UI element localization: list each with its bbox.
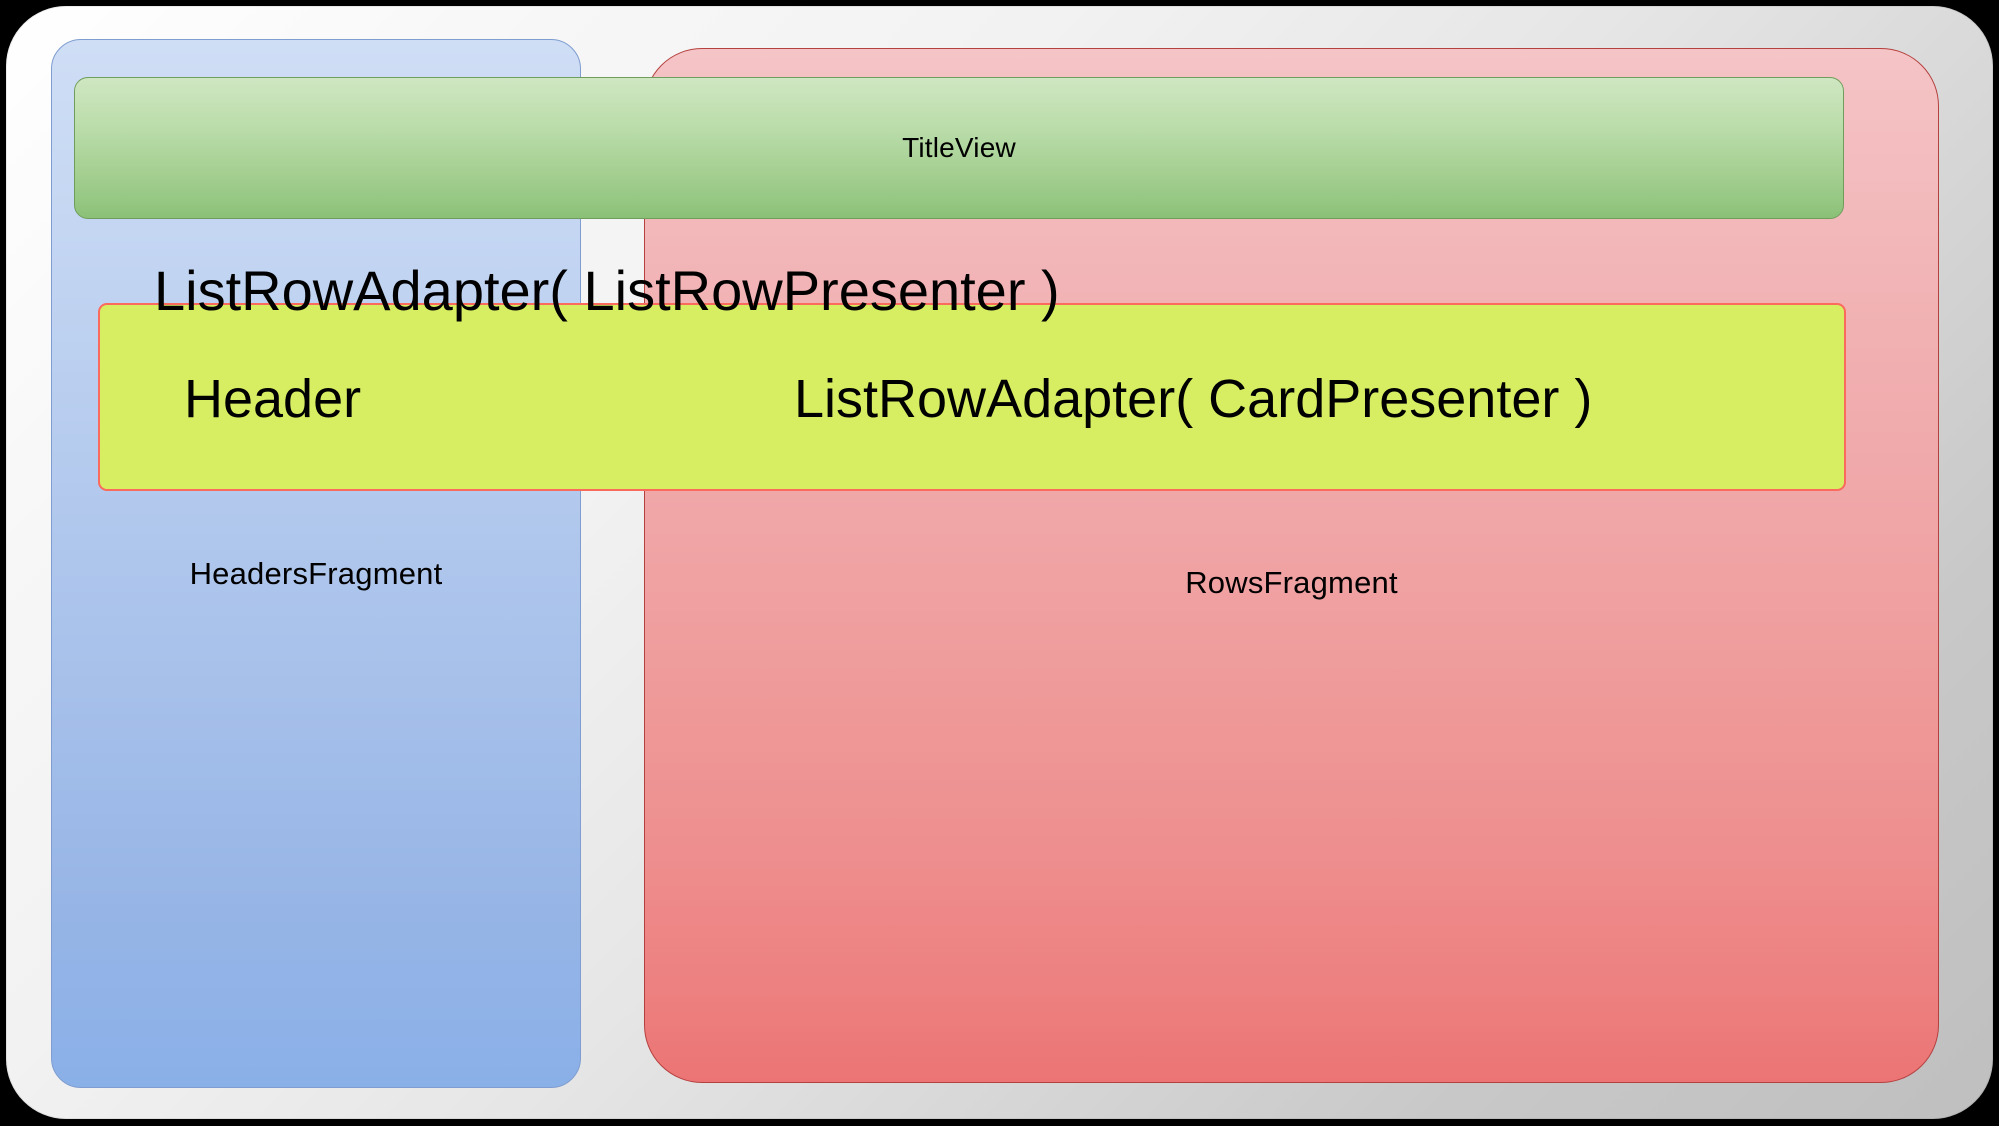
- title-view-bar[interactable]: TitleView: [74, 77, 1844, 219]
- headers-fragment-label: HeadersFragment: [189, 556, 443, 591]
- rows-fragment-label: RowsFragment: [1185, 565, 1398, 600]
- rows-fragment-panel[interactable]: RowsFragment: [644, 48, 1939, 1083]
- card-presenter-label: ListRowAdapter( CardPresenter ): [794, 369, 1593, 429]
- header-label: Header: [184, 369, 362, 429]
- list-row-adapter-presenter-label: ListRowAdapter( ListRowPresenter ): [154, 259, 1060, 322]
- title-view-label: TitleView: [902, 132, 1016, 163]
- list-row-band[interactable]: [98, 303, 1846, 491]
- browse-fragment-container: HeadersFragment RowsFragment TitleView L…: [6, 6, 1993, 1119]
